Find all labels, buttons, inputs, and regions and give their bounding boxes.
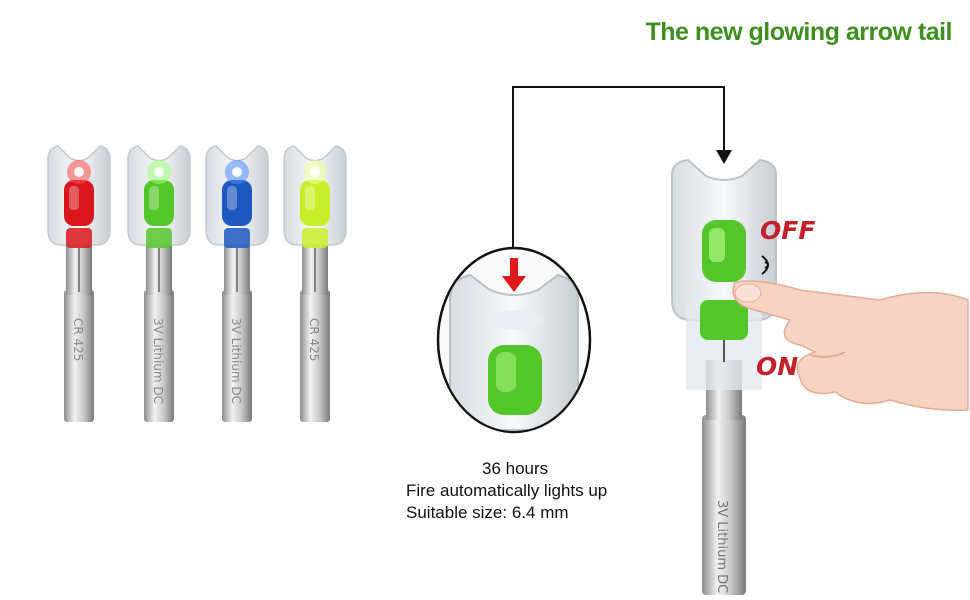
arrowhead-down [716,150,732,164]
nock-2: 3V Lithium DC [127,145,191,422]
switch-off-label: OFF [760,216,816,245]
spec-line-auto: Fire automatically lights up [406,481,608,500]
nock-4: CR 425 [283,145,347,422]
nock-print-text: 3V Lithium DC [151,318,165,404]
spec-line-size: Suitable size: 6.4 mm [406,503,569,522]
svg-text:3V Lithium DC: 3V Lithium DC [714,500,729,593]
spec-line-hours: 36 hours [482,459,549,478]
nock-print-text: 3V Lithium DC [229,318,243,404]
pointing-hand [732,280,969,412]
connector-line [512,86,725,255]
large-nock: 3V Lithium DC [671,158,777,595]
nock-print-text: CR 425 [71,318,85,361]
page-title: The new glowing arrow tail [645,18,953,46]
spec-text: 36 hours Fire automatically lights up Su… [406,458,646,524]
nock-1: CR 425 [47,145,111,422]
nock-3: 3V Lithium DC [205,145,269,422]
switch-on-label: ON [756,352,799,381]
zoom-circle [436,246,592,434]
nock-print-text: CR 425 [307,318,321,361]
